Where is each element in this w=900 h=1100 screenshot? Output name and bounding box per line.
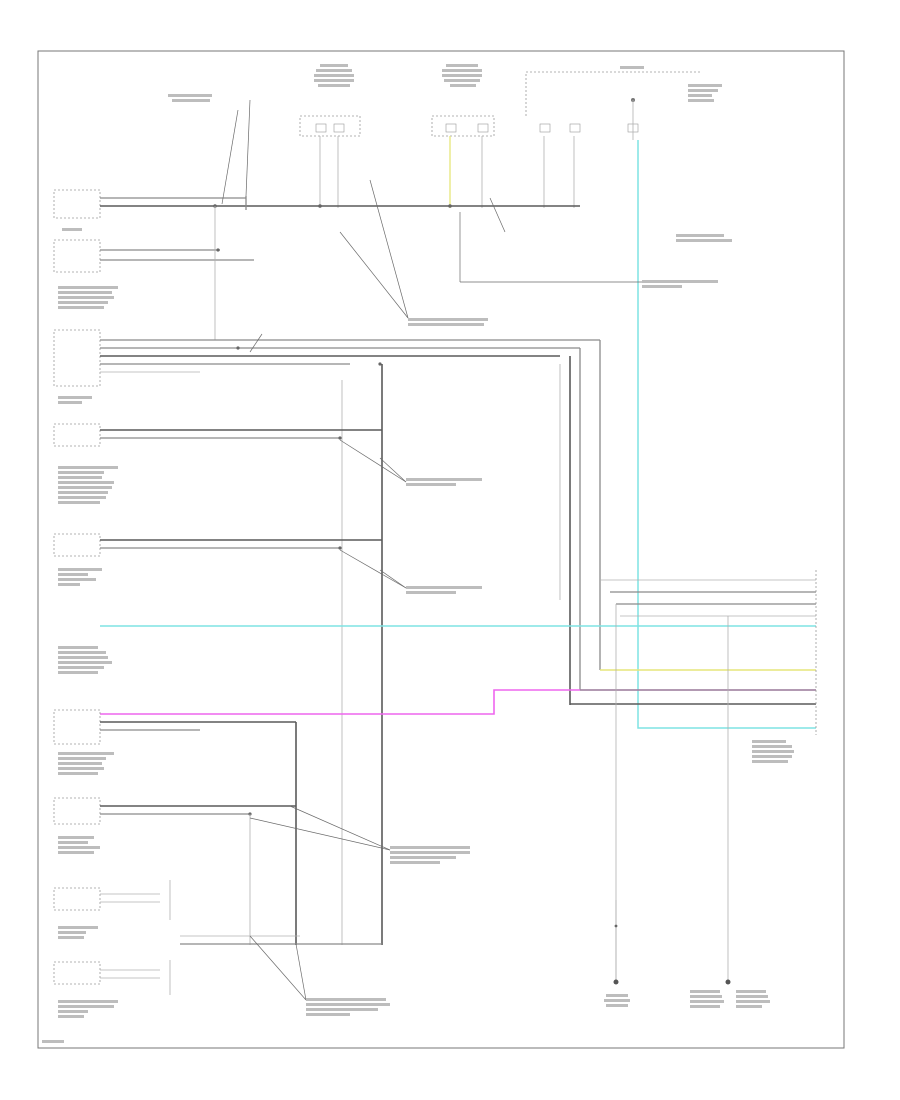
junction-block-b [431, 115, 495, 137]
module-row-5 [53, 533, 382, 557]
right-connector-wires [570, 570, 817, 980]
diagram-border [37, 50, 845, 1049]
module-row-4 [53, 423, 382, 447]
callout-leaders [221, 99, 642, 1001]
cyan-circuit [100, 140, 816, 729]
top-junction-blocks [299, 71, 700, 137]
ground-g1 [613, 979, 619, 985]
ground-points [613, 900, 731, 985]
module-row-10 [53, 960, 171, 995]
trunk-row-1 [53, 189, 580, 219]
module-row-9 [53, 880, 171, 920]
junction-block-a [299, 115, 361, 137]
junction-block-c [525, 71, 700, 116]
top-drop-wires [319, 100, 634, 208]
module-row-8 [53, 797, 296, 945]
trunk-row-2 [53, 206, 254, 340]
trunk-row-3 [53, 329, 600, 387]
bottom-trunk [180, 935, 382, 945]
magenta-circuit [100, 689, 816, 715]
ground-g2 [725, 979, 731, 985]
label-texture [42, 64, 794, 1043]
module-row-7 [53, 709, 297, 945]
